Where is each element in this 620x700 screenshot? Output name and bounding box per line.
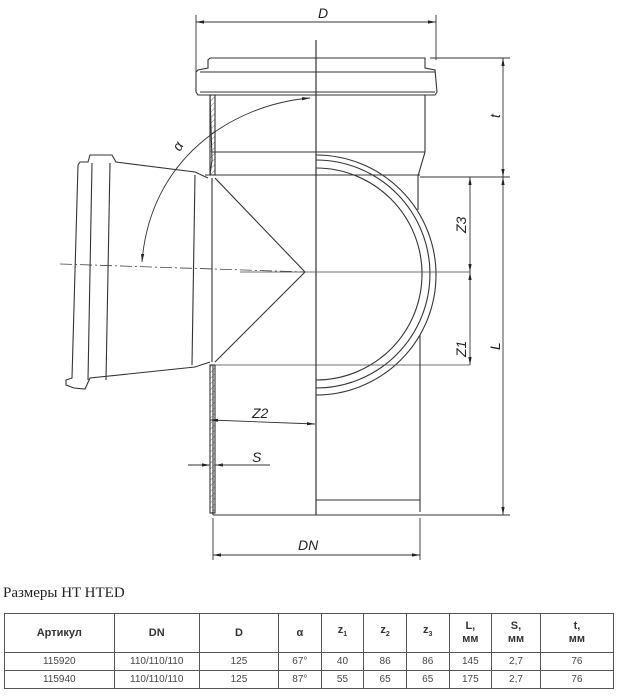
- header-z1: z1: [320, 613, 365, 653]
- cell-s: 2,7: [491, 652, 541, 671]
- cell-t: 76: [539, 652, 615, 671]
- cell-z2: 65: [363, 670, 407, 689]
- cell-t: 76: [539, 670, 615, 689]
- cell-z1: 55: [320, 670, 365, 689]
- cell-alpha: 87°: [278, 670, 322, 689]
- dimensions-table: Артикул DN D α z1 z2 z3 L,мм S,мм t,мм 1…: [4, 613, 615, 689]
- cell-dn: 110/110/110: [113, 670, 200, 689]
- header-t: t,мм: [539, 613, 615, 653]
- cell-l: 175: [448, 670, 493, 689]
- cell-z3: 86: [405, 652, 450, 671]
- cell-l: 145: [448, 652, 493, 671]
- dim-label-s: S: [252, 449, 262, 465]
- cell-z2: 86: [363, 652, 407, 671]
- header-z3: z3: [405, 613, 450, 653]
- header-z2: z2: [363, 613, 407, 653]
- cell-article: 115940: [4, 670, 115, 689]
- table-header-row: Артикул DN D α z1 z2 z3 L,мм S,мм t,мм: [4, 613, 615, 653]
- dim-label-t: t: [487, 113, 503, 118]
- cell-dn: 110/110/110: [113, 652, 200, 671]
- cell-d: 125: [198, 652, 280, 671]
- header-l: L,мм: [448, 613, 493, 653]
- dim-label-dn: DN: [298, 537, 319, 553]
- dimension-lines: [141, 15, 510, 560]
- table-row: 115940 110/110/110 125 87° 55 65 65 175 …: [4, 670, 615, 689]
- axis-lines: [59, 263, 470, 366]
- table-row: 115920 110/110/110 125 67° 40 86 86 145 …: [4, 652, 615, 671]
- cell-d: 125: [198, 670, 280, 689]
- cell-z3: 65: [405, 670, 450, 689]
- header-d: D: [198, 613, 280, 653]
- dim-label-alpha: α: [169, 138, 187, 154]
- dim-label-z1: Z1: [453, 341, 469, 358]
- cell-article: 115920: [4, 652, 115, 671]
- table-caption: Размеры HT HTED: [3, 585, 125, 601]
- dim-label-d: D: [318, 5, 328, 21]
- dim-label-l: L: [487, 342, 503, 350]
- header-article: Артикул: [4, 613, 115, 653]
- header-dn: DN: [113, 613, 200, 653]
- dim-label-z3: Z3: [453, 216, 469, 234]
- cell-s: 2,7: [491, 670, 541, 689]
- dim-label-z2: Z2: [251, 405, 269, 421]
- header-s: S,мм: [491, 613, 541, 653]
- cell-alpha: 67°: [278, 652, 322, 671]
- tee-fitting-drawing: D t α Z3 Z1 L Z2 S DN: [59, 5, 510, 560]
- cell-z1: 40: [320, 652, 365, 671]
- header-alpha: α: [278, 613, 322, 653]
- fitting-outline: [65, 40, 438, 516]
